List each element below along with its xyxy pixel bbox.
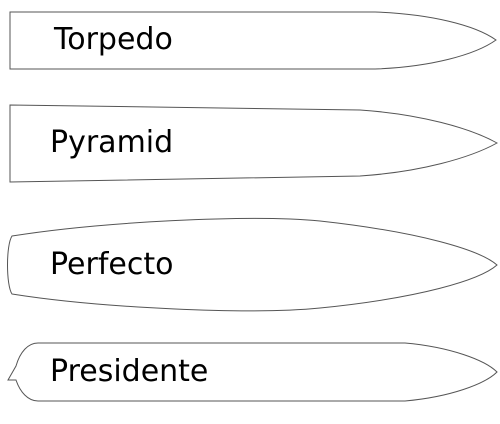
pyramid-outline — [9, 104, 499, 183]
shape-label-pyramid: Pyramid — [50, 125, 174, 160]
shape-label-presidente: Presidente — [50, 354, 209, 389]
shape-label-torpedo: Torpedo — [54, 22, 173, 57]
perfecto-outline — [7, 217, 498, 312]
shape-label-perfecto: Perfecto — [50, 247, 174, 282]
torpedo-outline — [9, 11, 497, 70]
presidente-outline — [7, 342, 498, 402]
